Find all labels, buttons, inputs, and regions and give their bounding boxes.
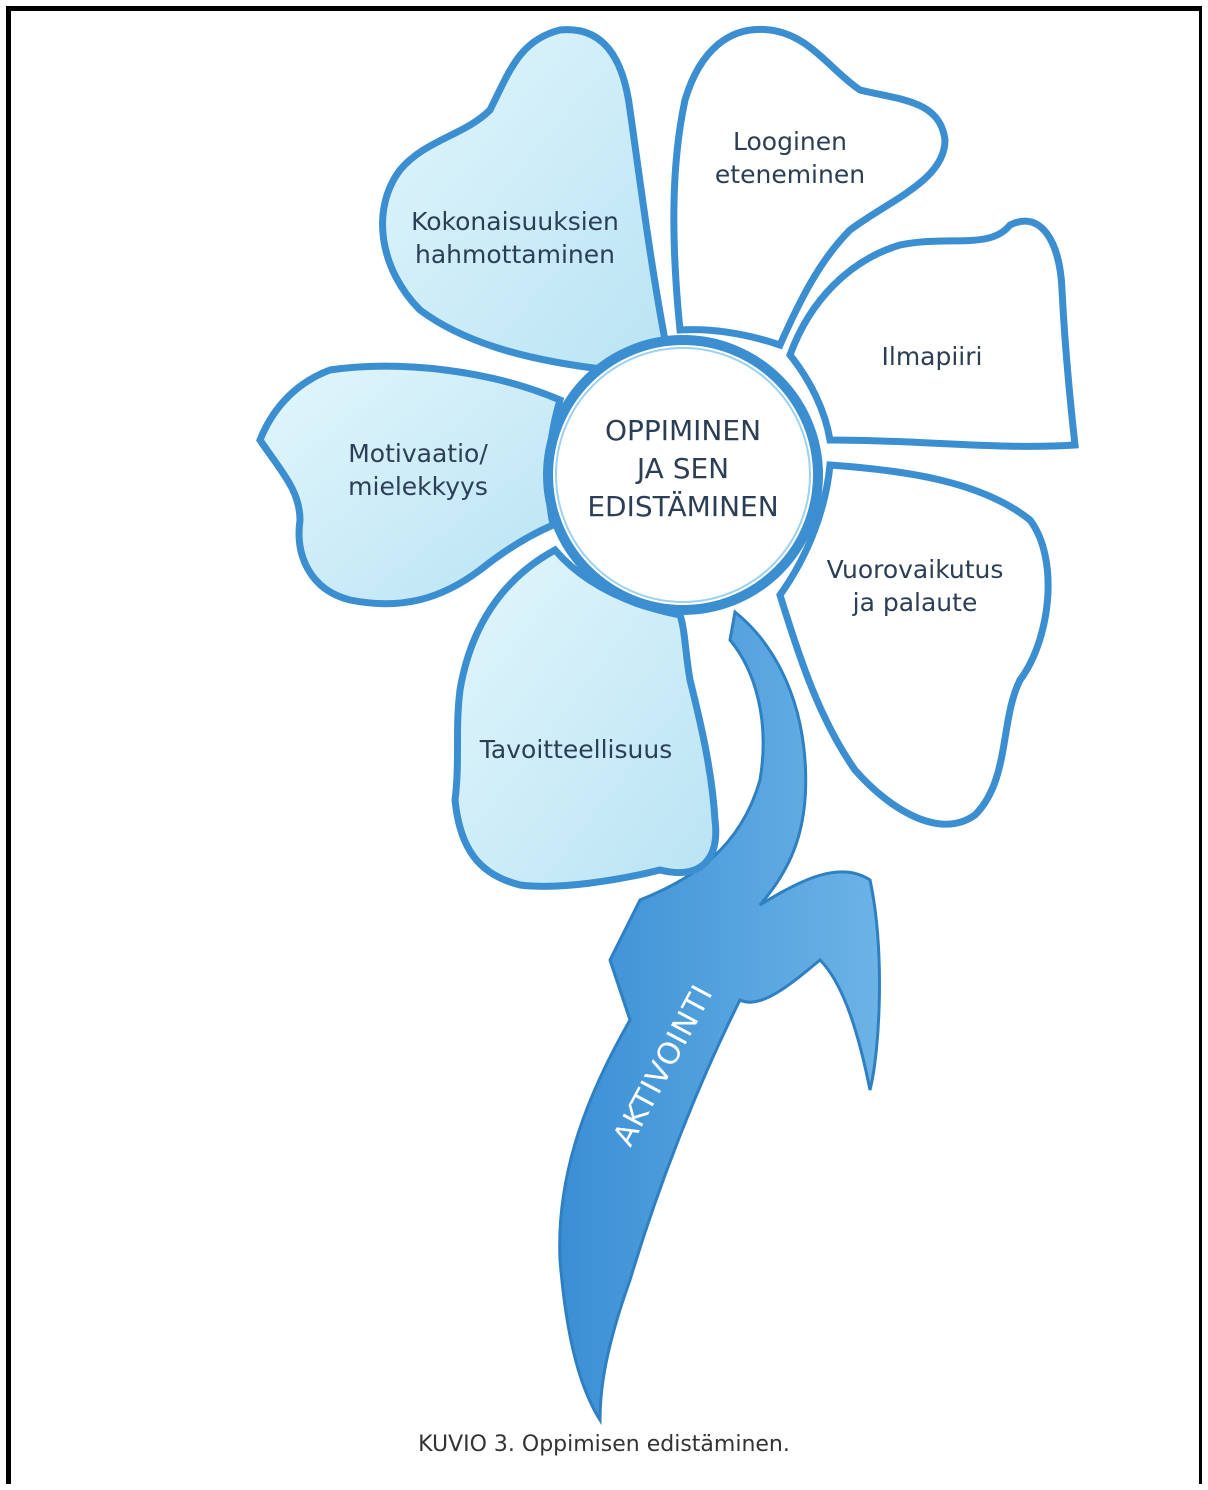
petal-labels: Looginen eteneminen Kokonaisuuksien hahm…: [348, 127, 1003, 764]
center-node: OPPIMINEN JA SEN EDISTÄMINEN: [543, 335, 823, 615]
petal-motivaatio: [256, 362, 565, 608]
petal-tavoitteellisuus: [451, 545, 720, 890]
petal-label-tavoitteellisuus: Tavoitteellisuus: [479, 735, 672, 764]
petal-label-kokonaisuuksien-line-2: hahmottaminen: [415, 240, 615, 269]
petal-label-vuorovaikutus-line-1: Vuorovaikutus: [827, 555, 1004, 584]
stem: [558, 609, 881, 1426]
petals: [256, 25, 1079, 890]
petal-label-ilmapiiri: Ilmapiiri: [882, 342, 983, 371]
petal-label-motivaatio-line-2: mielekkyys: [348, 472, 488, 501]
center-label-line-1: OPPIMINEN: [605, 414, 761, 447]
center-label-line-2: JA SEN: [635, 452, 729, 485]
center-circle: [543, 335, 823, 615]
petal-ilmapiiri: [786, 217, 1079, 450]
stem-main: [558, 609, 881, 1426]
petal-label-kokonaisuuksien-line-1: Kokonaisuuksien: [411, 207, 619, 236]
petal-looginen: [670, 25, 949, 350]
petal-label-motivaatio-line-1: Motivaatio/: [348, 439, 488, 468]
center-circle-inner-ring: [555, 347, 811, 603]
petal-vuorovaikutus: [776, 461, 1052, 828]
petal-kokonaisuuksien: [379, 26, 669, 374]
petal-label-looginen-line-2: eteneminen: [715, 160, 865, 189]
center-label-line-3: EDISTÄMINEN: [587, 490, 778, 523]
petal-label-vuorovaikutus-line-2: ja palaute: [852, 588, 978, 617]
figure-caption: KUVIO 3. Oppimisen edistäminen.: [418, 1432, 790, 1457]
petal-label-looginen-line-1: Looginen: [733, 127, 847, 156]
